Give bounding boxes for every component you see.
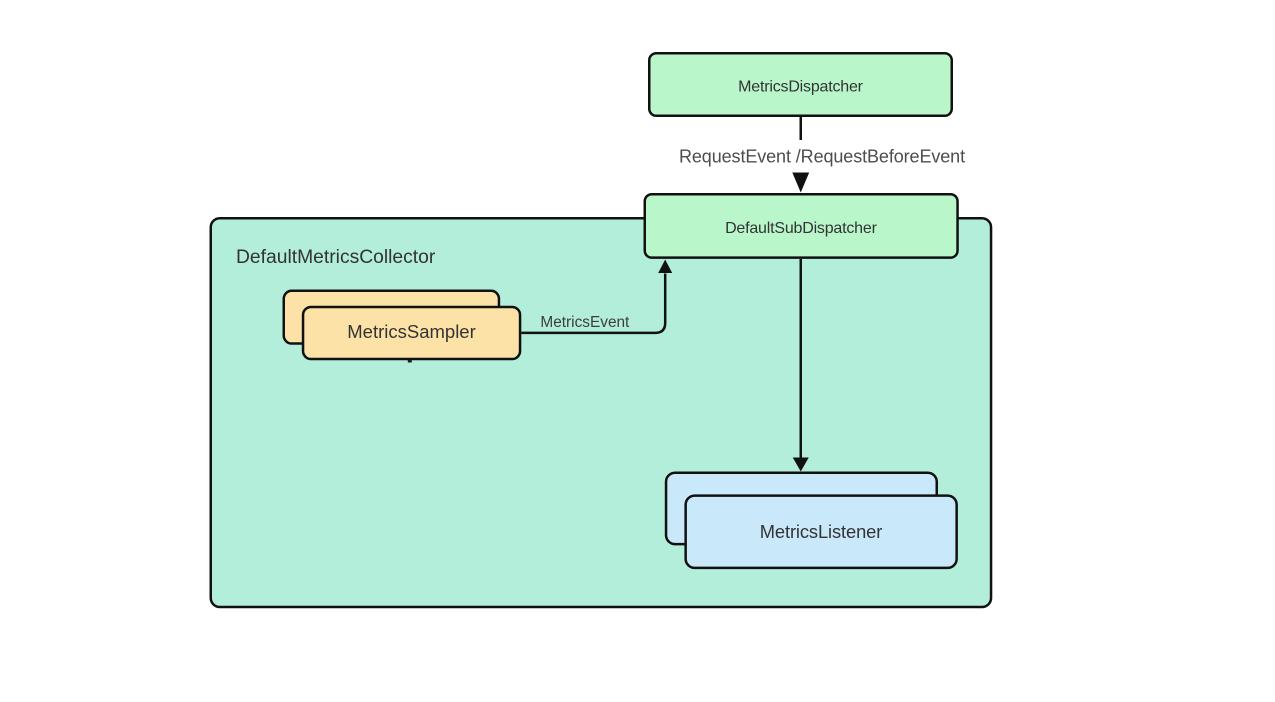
svg-text:MetricsListener: MetricsListener [760,521,882,542]
svg-text:DefaultSubDispatcher: DefaultSubDispatcher [725,220,878,237]
svg-text:DefaultMetricsCollector: DefaultMetricsCollector [236,247,436,268]
svg-text:MetricsSampler: MetricsSampler [347,321,476,342]
svg-text:MetricsEvent: MetricsEvent [540,314,630,331]
svg-text:RequestEvent /RequestBeforeEve: RequestEvent /RequestBeforeEvent [679,147,965,167]
svg-text:MetricsDispatcher: MetricsDispatcher [738,79,864,96]
